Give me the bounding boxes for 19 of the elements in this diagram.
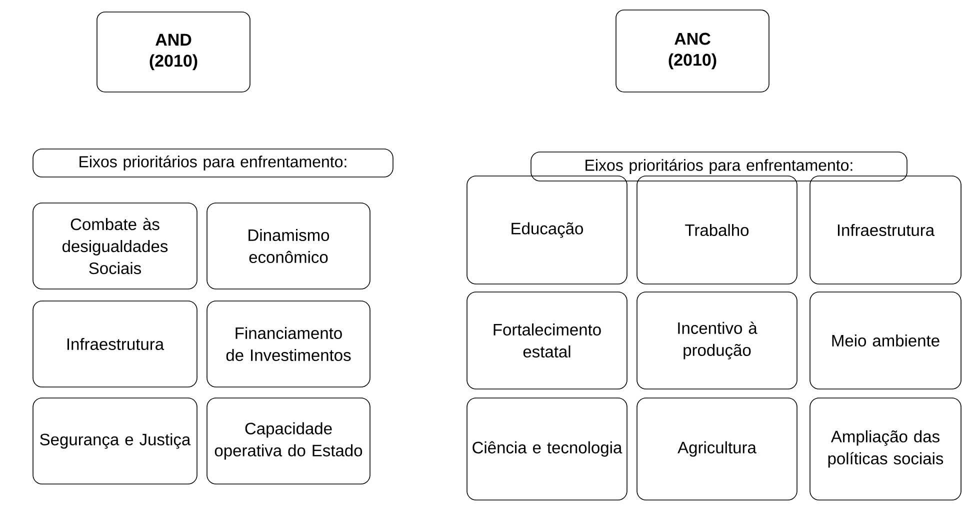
topic-box: Combate às desigualdades Sociais — [32, 202, 198, 290]
topic-box: Meio ambiente — [810, 292, 962, 390]
topic-box: Trabalho — [636, 176, 798, 284]
topic-box: Dinamismo econômico — [206, 202, 370, 290]
topic-box: Infraestrutura — [32, 300, 198, 388]
topic-box: Financiamento de Investimentos — [206, 300, 370, 388]
topic-box: Ciência e tecnologia — [466, 398, 628, 500]
heading-box: Eixos prioritários para enfrentamento: — [32, 148, 394, 178]
topic-box: Capacidade operativa do Estado — [206, 398, 370, 484]
topic-box: Segurança e Justiça — [32, 398, 198, 484]
topic-box: Educação — [466, 176, 628, 284]
topic-box: Agricultura — [636, 398, 798, 500]
title-box: AND (2010) — [96, 12, 250, 92]
topic-box: Infraestrutura — [810, 176, 962, 284]
topic-box: Incentivo à produção — [636, 292, 798, 390]
heading-box: Eixos prioritários para enfrentamento: — [530, 152, 908, 182]
title-box: ANC (2010) — [616, 10, 770, 92]
topic-box: Ampliação das políticas sociais — [810, 398, 962, 500]
topic-box: Fortalecimento estatal — [466, 292, 628, 390]
